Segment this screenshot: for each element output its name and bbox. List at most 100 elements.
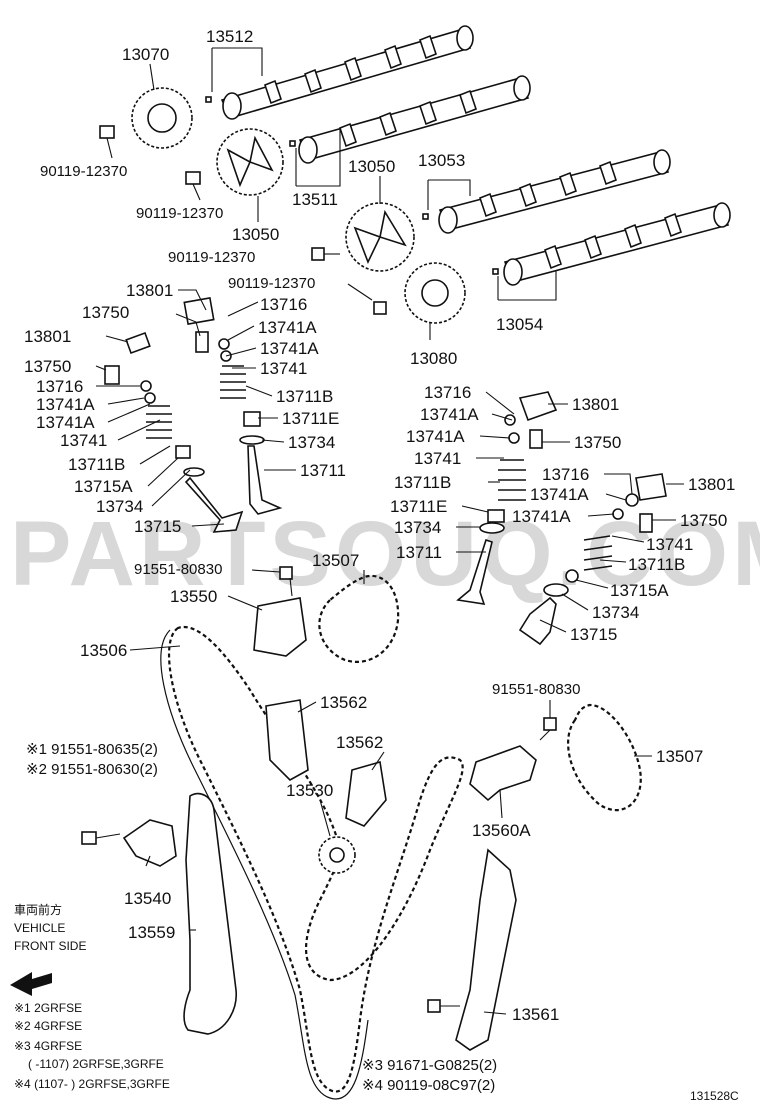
label-90119-12370: 90119-12370 [40,163,127,180]
label-13801: 13801 [126,281,173,300]
label-13070: 13070 [122,45,169,64]
label-13562: 13562 [320,693,367,712]
label-13050: 13050 [348,157,395,176]
label-13801: 13801 [24,327,71,346]
watermark: PARTSOUQ.COM [10,503,760,605]
camshaft-3 [438,149,671,234]
label-13741A: 13741A [36,413,95,432]
chain-guide-13561 [455,848,517,1051]
label-13506: 13506 [80,641,127,660]
cam-timing-gear-13070 [131,87,193,149]
note-3: ※3 4GRFSE [14,1039,82,1053]
label-13741A: 13741A [512,507,571,526]
label-13559: 13559 [128,923,175,942]
label-13801: 13801 [572,395,619,414]
front-direction-arrow-icon [10,972,52,996]
label-90119-12370: 90119-12370 [228,275,315,292]
label-13750: 13750 [82,303,129,322]
chain-damper-13562-lower [345,760,387,827]
front-label-jp: 車両前方 [14,902,62,917]
label-13507: 13507 [656,747,703,766]
label-13715A: 13715A [74,477,133,496]
label-13711B: 13711B [628,555,685,574]
label-13741A: 13741A [420,405,479,424]
label-13054: 13054 [496,315,543,334]
label-13711B: 13711B [394,473,451,492]
label-90119-12370: 90119-12370 [136,205,223,222]
chain-slipper-13559 [183,792,237,1035]
label-13716: 13716 [36,377,83,396]
label-13734: 13734 [288,433,335,452]
label-13080: 13080 [410,349,457,368]
label-13734: 13734 [96,497,143,516]
front-label-2: FRONT SIDE [14,939,86,953]
label-13741A: 13741A [36,395,95,414]
label-13711E: 13711E [282,409,339,428]
label-13741: 13741 [60,431,107,450]
label-13750: 13750 [24,357,71,376]
cam-timing-gear-13050-right [345,202,415,272]
label-13750: 13750 [574,433,621,452]
diagram-code: 131528C [690,1089,739,1103]
label-13741A: 13741A [260,339,319,358]
label-90119-08C97: ※4 90119-08C97(2) [362,1077,495,1094]
label-13050: 13050 [232,225,279,244]
camshaft-2 [298,75,531,164]
cam-timing-gear-13080 [404,262,466,324]
chain-damper-13562-upper [265,699,309,781]
note-1: ※1 2GRFSE [14,1001,82,1015]
label-13711E: 13711E [390,497,447,516]
label-13507: 13507 [312,551,359,570]
label-13715A: 13715A [610,581,669,600]
label-91551-80635: ※1 91551-80635(2) [26,741,158,758]
label-13053: 13053 [418,151,465,170]
label-13716: 13716 [260,295,307,314]
timing-chain-13507-left [318,574,400,663]
label-13550: 13550 [170,587,217,606]
legend: 車両前方 VEHICLE FRONT SIDE ※1 2GRFSE ※2 4GR… [14,902,739,1103]
label-13734: 13734 [394,518,441,537]
label-13801: 13801 [688,475,735,494]
leader-lines [95,47,684,1015]
front-label-1: VEHICLE [14,921,65,935]
bolt-icon [81,125,557,1013]
label-13561: 13561 [512,1005,559,1024]
label-91551-80630: ※2 91551-80630(2) [26,761,158,778]
label-13715: 13715 [570,625,617,644]
idle-sprocket-13530 [318,836,356,874]
label-13716: 13716 [424,383,471,402]
label-13741: 13741 [646,535,693,554]
label-13560A: 13560A [472,821,531,840]
timing-chain-13507-right [567,703,642,812]
label-13530: 13530 [286,781,333,800]
label-13715: 13715 [134,517,181,536]
small-parts [205,96,499,275]
chain-tensioner-13560A [469,745,537,802]
label-13511: 13511 [292,190,338,209]
label-13750: 13750 [680,511,727,530]
label-13734: 13734 [592,603,639,622]
label-13741A: 13741A [406,427,465,446]
label-13741A: 13741A [258,318,317,337]
valve-assembly-left [104,331,244,533]
camshaft-4 [503,202,731,286]
label-13711B: 13711B [68,455,125,474]
note-3b: ( -1107) 2GRFSE,3GRFE [28,1057,164,1071]
label-13741: 13741 [414,449,461,468]
note-2: ※2 4GRFSE [14,1019,82,1033]
valve-assembly-right [456,391,558,605]
part-labels: 13070 13512 90119-12370 90119-12370 1305… [24,27,735,1094]
label-91551-80830: 91551-80830 [134,561,222,578]
label-13741: 13741 [260,359,307,378]
label-13716: 13716 [542,465,589,484]
label-90119-12370: 90119-12370 [168,249,255,266]
note-4: ※4 (1107- ) 2GRFSE,3GRFE [14,1077,170,1091]
label-91551-80830: 91551-80830 [492,681,580,698]
chain-tensioner-13540 [122,819,177,867]
chain-tensioner-13550 [253,597,307,657]
label-13540: 13540 [124,889,171,908]
label-13711: 13711 [300,461,346,480]
label-13711: 13711 [396,543,442,562]
label-13512: 13512 [206,27,253,46]
